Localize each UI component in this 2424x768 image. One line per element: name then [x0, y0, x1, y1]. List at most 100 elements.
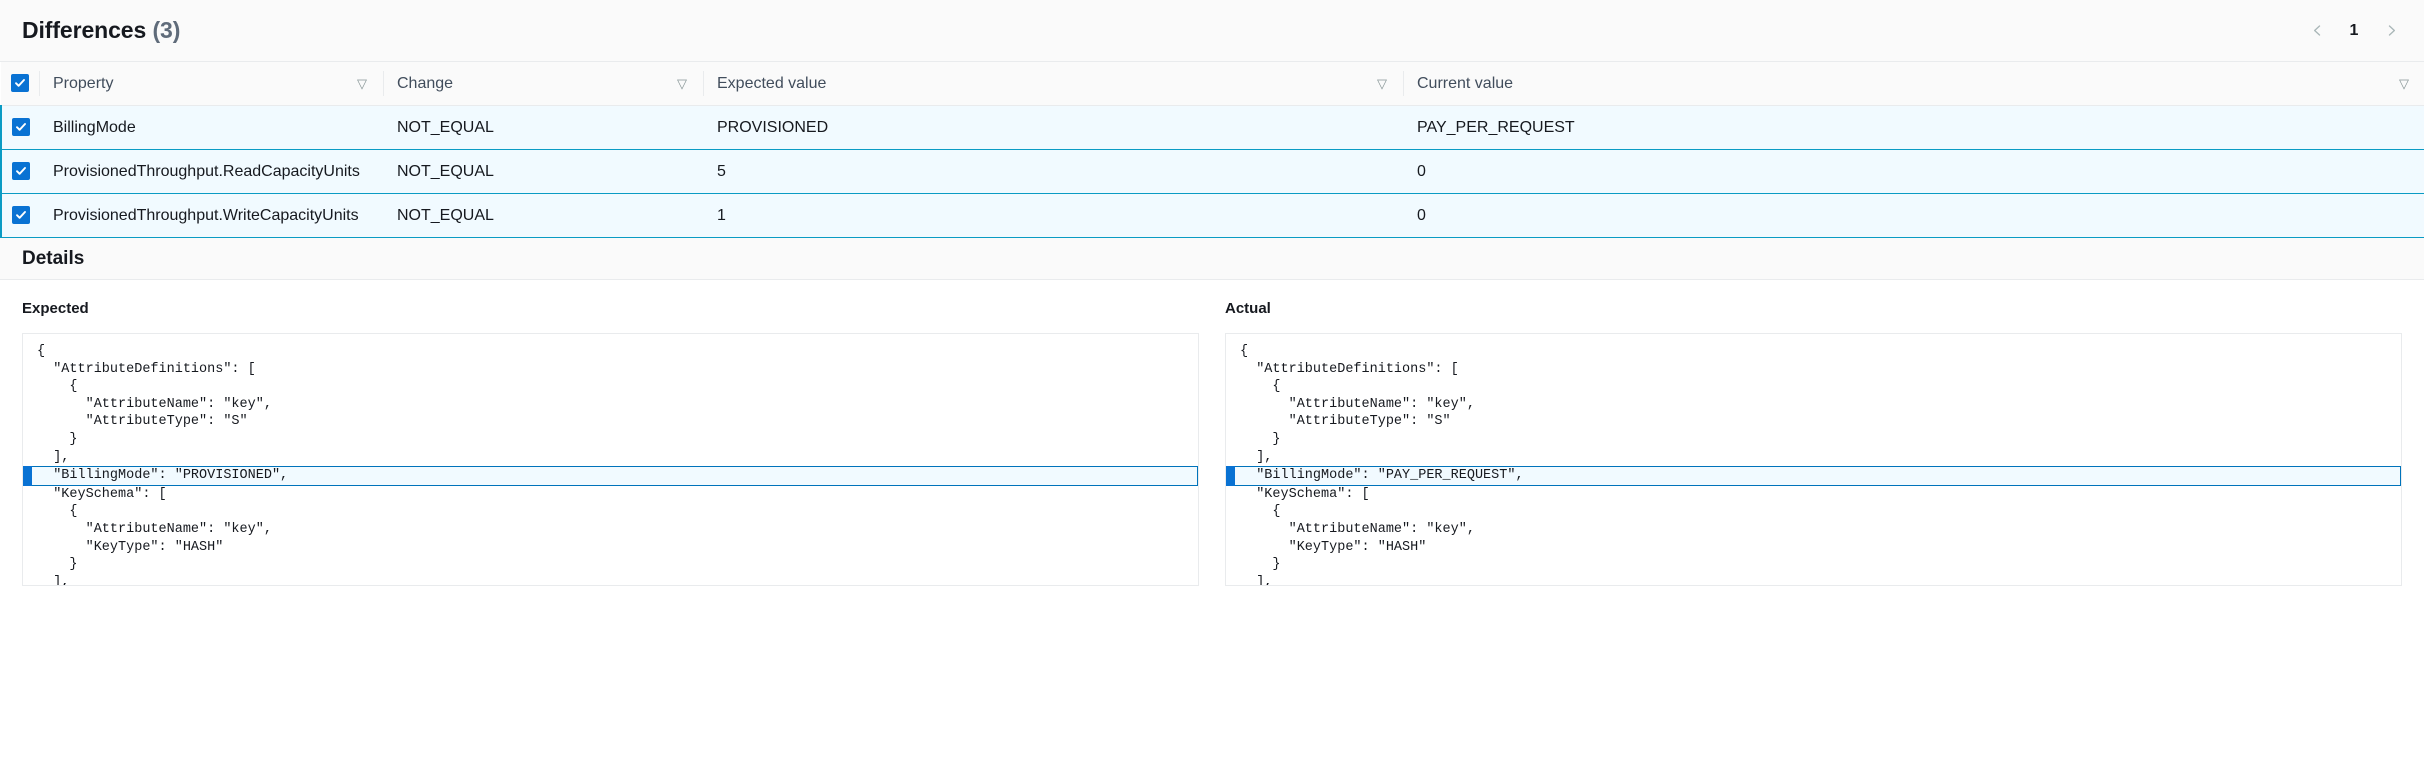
code-line: {	[23, 378, 1198, 396]
code-line-text: "KeyType": "HASH"	[1240, 539, 1427, 555]
code-line-text: "AttributeName": "key",	[1240, 521, 1475, 537]
row-checkbox[interactable]	[11, 118, 30, 137]
code-line: }	[1226, 556, 2401, 574]
table-row[interactable]: BillingMode NOT_EQUAL PROVISIONED PAY_PE…	[0, 105, 2424, 150]
actual-code-box[interactable]: { "AttributeDefinitions": [ { "Attribute…	[1225, 333, 2402, 586]
code-line-text: "BillingMode": "PROVISIONED",	[37, 468, 289, 484]
code-line: "KeyType": "HASH"	[23, 539, 1198, 557]
row-checkbox[interactable]	[11, 162, 30, 181]
row-checkbox[interactable]	[11, 206, 30, 225]
details-title: Details	[22, 247, 85, 269]
code-line: "AttributeName": "key",	[1226, 396, 2401, 414]
row-select-cell	[0, 193, 39, 238]
code-line-highlighted: "BillingMode": "PAY_PER_REQUEST",	[1226, 466, 2401, 486]
sort-triangle-icon[interactable]: ▽	[357, 76, 367, 91]
actual-code-content: { "AttributeDefinitions": [ { "Attribute…	[1226, 334, 2401, 586]
code-line: "AttributeDefinitions": [	[23, 361, 1198, 379]
cell-current-value: 0	[1403, 149, 2424, 194]
code-line: "AttributeName": "key",	[1226, 521, 2401, 539]
code-line-text: ],	[1240, 449, 1273, 465]
code-line-text: ],	[37, 574, 70, 586]
code-line: "KeySchema": [	[23, 486, 1198, 504]
code-line-text: "AttributeName": "key",	[37, 521, 272, 537]
cell-expected-value: 5	[703, 149, 1403, 194]
code-line: "KeySchema": [	[1226, 486, 2401, 504]
code-line-text: "BillingMode": "PAY_PER_REQUEST",	[1240, 468, 1524, 484]
row-select-cell	[0, 105, 39, 150]
code-line: {	[1226, 503, 2401, 521]
sort-triangle-icon[interactable]: ▽	[1377, 76, 1387, 91]
column-header-change[interactable]: Change ▽	[383, 62, 703, 106]
column-header-property[interactable]: Property ▽	[39, 62, 383, 106]
code-line: "AttributeType": "S"	[23, 413, 1198, 431]
code-line-text: "AttributeDefinitions": [	[37, 361, 256, 377]
code-line-text: {	[37, 344, 46, 359]
code-line-text: "KeyType": "HASH"	[37, 539, 224, 555]
code-line-text: {	[1240, 344, 1249, 359]
code-line: {	[23, 503, 1198, 521]
code-line-text: {	[1240, 504, 1281, 520]
differences-table: Property ▽ Change ▽ Expected value ▽	[0, 62, 2424, 238]
cell-expected-value: PROVISIONED	[703, 105, 1403, 150]
select-all-header	[1, 62, 39, 106]
cell-property: ProvisionedThroughput.ReadCapacityUnits	[39, 149, 383, 194]
cell-property: BillingMode	[39, 105, 383, 150]
cell-property: ProvisionedThroughput.WriteCapacityUnits	[39, 193, 383, 238]
code-line: }	[1226, 431, 2401, 449]
column-header-expected-value-label: Expected value	[717, 74, 827, 92]
code-line-text: }	[1240, 431, 1281, 447]
cell-change[interactable]: NOT_EQUAL	[383, 149, 703, 194]
code-line-text: }	[1240, 557, 1281, 573]
sort-triangle-icon[interactable]: ▽	[2399, 76, 2409, 91]
actual-label: Actual	[1225, 300, 1271, 317]
pagination-page-number[interactable]: 1	[2349, 21, 2359, 39]
code-line: ],	[1226, 449, 2401, 467]
differences-count: (3)	[152, 17, 181, 43]
code-line-text: {	[37, 504, 78, 520]
chevron-left-icon[interactable]	[2308, 22, 2326, 40]
page-title: Differences (3)	[22, 17, 180, 44]
code-line: ],	[1226, 574, 2401, 586]
column-header-expected-value[interactable]: Expected value ▽	[703, 62, 1403, 106]
code-line: {	[23, 343, 1198, 361]
expected-panel: Expected { "AttributeDefinitions": [ { "…	[22, 300, 1199, 586]
table-header-row: Property ▽ Change ▽ Expected value ▽	[1, 62, 2424, 106]
actual-panel: Actual { "AttributeDefinitions": [ { "At…	[1225, 300, 2402, 586]
column-header-current-value[interactable]: Current value ▽	[1403, 62, 2424, 106]
code-line: }	[23, 431, 1198, 449]
cell-current-value: 0	[1403, 193, 2424, 238]
code-line-text: "AttributeName": "key",	[1240, 396, 1475, 412]
table-row[interactable]: ProvisionedThroughput.WriteCapacityUnits…	[0, 193, 2424, 238]
page-title-text: Differences	[22, 17, 147, 43]
code-line-text: "AttributeType": "S"	[37, 414, 248, 430]
code-line: }	[23, 556, 1198, 574]
expected-label: Expected	[22, 300, 89, 317]
code-line: "KeyType": "HASH"	[1226, 539, 2401, 557]
column-header-change-label: Change	[397, 74, 454, 92]
code-line: "AttributeDefinitions": [	[1226, 361, 2401, 379]
cell-change[interactable]: NOT_EQUAL	[383, 105, 703, 150]
row-select-cell	[0, 149, 39, 194]
code-line-text: "AttributeType": "S"	[1240, 414, 1451, 430]
expected-code-box[interactable]: { "AttributeDefinitions": [ { "Attribute…	[22, 333, 1199, 586]
table-row[interactable]: ProvisionedThroughput.ReadCapacityUnits …	[0, 149, 2424, 194]
details-header: Details	[0, 238, 2424, 280]
code-line: ],	[23, 574, 1198, 586]
panel-header: Differences (3) 1	[0, 0, 2424, 62]
code-line-text: ],	[37, 449, 70, 465]
code-line-text: {	[1240, 379, 1281, 395]
chevron-right-icon[interactable]	[2382, 22, 2400, 40]
code-line-text: "AttributeName": "key",	[37, 396, 272, 412]
pagination: 1	[2308, 22, 2400, 40]
code-line-text: }	[37, 557, 78, 573]
code-line-text: "KeySchema": [	[37, 486, 167, 502]
select-all-checkbox[interactable]	[11, 74, 29, 93]
cell-change[interactable]: NOT_EQUAL	[383, 193, 703, 238]
column-header-property-label: Property	[53, 74, 114, 92]
code-line: {	[1226, 343, 2401, 361]
code-line-text: ],	[1240, 574, 1273, 586]
details-body: Expected { "AttributeDefinitions": [ { "…	[0, 280, 2424, 586]
column-header-current-value-label: Current value	[1417, 74, 1514, 92]
sort-triangle-icon[interactable]: ▽	[677, 76, 687, 91]
